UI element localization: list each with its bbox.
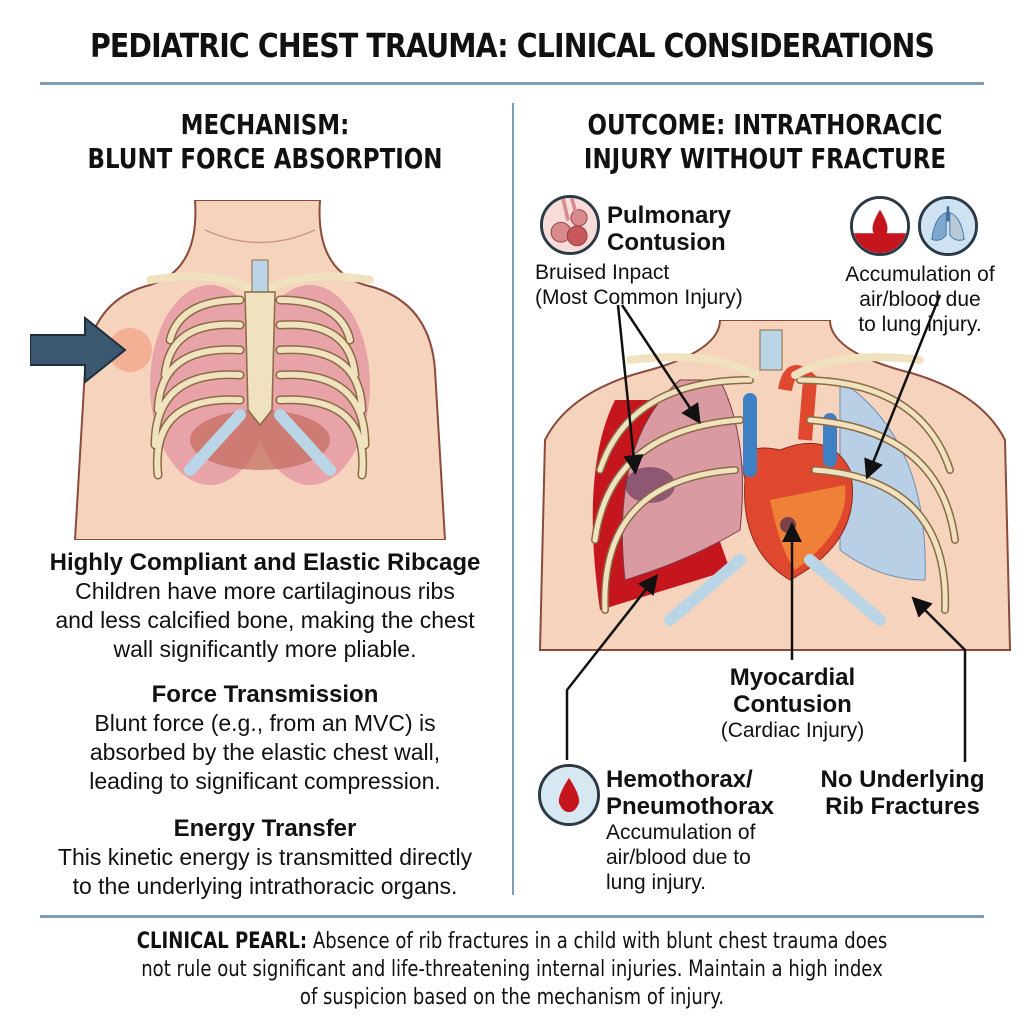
section-energy: Energy Transfer This kinetic energy is t… (20, 814, 510, 901)
clinical-pearl-text: not rule out significant and life-threat… (141, 957, 883, 982)
page-title: PEDIATRIC CHEST TRAUMA: CLINICAL CONSIDE… (89, 26, 935, 65)
clinical-pearl-text: of suspicion based on the mechanism of i… (299, 985, 725, 1010)
mechanism-heading: MECHANISM: BLUNT FORCE ABSORPTION (48, 108, 483, 176)
clinical-pearl: CLINICAL PEARL: Absence of rib fractures… (117, 928, 907, 1012)
myocardial-heading-line1: Myocardial (729, 664, 856, 691)
pulmonary-text: (Most Common Injury) (535, 286, 743, 309)
title-divider (40, 82, 984, 85)
pulmonary-heading-line1: Pulmonary (607, 202, 732, 229)
hemothorax-text: Accumulation of (606, 821, 756, 844)
section-force-text: leading to significant compression. (89, 768, 441, 794)
no-fracture-label: No Underlying Rib Fractures (815, 766, 990, 820)
mechanism-heading-line2: BLUNT FORCE ABSORPTION (87, 142, 443, 175)
clinical-pearl-text: Absence of rib fractures in a child with… (307, 929, 888, 954)
hemothorax-heading-line1: Hemothorax/ (606, 766, 753, 793)
section-ribcage-text: and less calcified bone, making the ches… (55, 607, 475, 633)
section-force-text: Blunt force (e.g., from an MVC) is (94, 710, 436, 736)
section-energy-text: to the underlying intrathoracic organs. (72, 873, 458, 899)
hemothorax-text: lung injury. (606, 871, 706, 894)
chest-injury-illustration (538, 320, 1012, 651)
pulmonary-heading: Pulmonary Contusion (607, 202, 731, 256)
hemothorax-heading-line2: Pneumothorax (606, 793, 775, 820)
section-ribcage-text: wall significantly more pliable. (113, 636, 417, 662)
outcome-heading: OUTCOME: INTRATHORACIC INJURY WITHOUT FR… (548, 108, 983, 176)
outcome-heading-line1: OUTCOME: INTRATHORACIC (587, 108, 943, 141)
section-ribcage: Highly Compliant and Elastic Ribcage Chi… (20, 548, 510, 664)
no-fracture-heading-line2: Rib Fractures (825, 793, 980, 820)
pulmonary-text: Bruised Inpact (535, 261, 670, 284)
no-fracture-heading-line1: No Underlying (820, 766, 985, 793)
air-blood-text: air/blood due (859, 288, 981, 311)
section-force: Force Transmission Blunt force (e.g., fr… (20, 680, 510, 796)
section-force-text: absorbed by the elastic chest wall, (89, 739, 441, 765)
section-energy-heading: Energy Transfer (173, 815, 357, 842)
myocardial-text: (Cardiac Injury) (720, 719, 865, 742)
clinical-pearl-label: CLINICAL PEARL: (136, 929, 308, 954)
child-chest-illustration (30, 200, 447, 540)
pulmonary-description: Bruised Inpact (Most Common Injury) (535, 260, 743, 310)
alveoli-icon (540, 195, 600, 255)
air-blood-text: Accumulation of (845, 263, 995, 286)
lungs-icon (918, 196, 978, 256)
outcome-heading-line2: INJURY WITHOUT FRACTURE (583, 142, 947, 175)
section-ribcage-text: Children have more cartilaginous ribs (75, 578, 455, 604)
section-force-heading: Force Transmission (151, 681, 379, 708)
column-divider (512, 103, 514, 895)
hemothorax-label: Hemothorax/ Pneumothorax Accumulation of… (606, 766, 774, 895)
myocardial-label: Myocardial Contusion (Cardiac Injury) (690, 664, 895, 743)
blood-drop-icon (538, 764, 600, 826)
section-energy-text: This kinetic energy is transmitted direc… (57, 844, 473, 870)
mechanism-heading-line1: MECHANISM: (180, 108, 350, 141)
pearl-divider (40, 915, 984, 918)
section-ribcage-heading: Highly Compliant and Elastic Ribcage (49, 549, 481, 576)
pulmonary-heading-line2: Contusion (607, 229, 726, 256)
myocardial-heading-line2: Contusion (733, 691, 852, 718)
hemothorax-text: air/blood due to (606, 846, 751, 869)
blood-drop-icon (850, 196, 910, 256)
